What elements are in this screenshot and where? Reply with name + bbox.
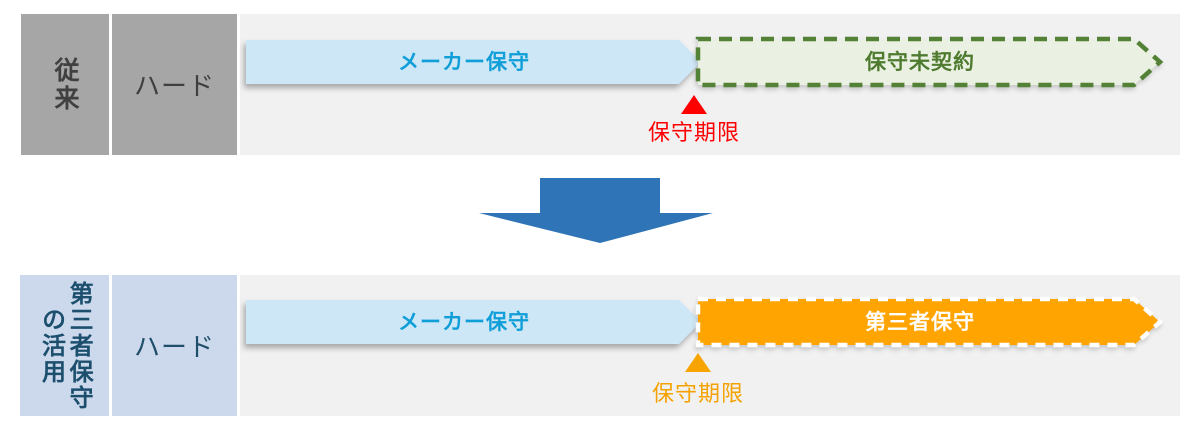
top-category-label: 従来 [51,56,80,113]
dashed-right-arrow-shape-icon [695,36,1164,88]
top-uncontracted-bar [695,36,1164,88]
top-hardware-label: ハード [133,72,215,102]
bottom-hardware-label: ハード [133,333,215,363]
top-maker-maintenance-bar [246,40,701,84]
bottom-hardware-box: ハード [112,275,237,416]
bottom-category-label: 第三者保守 の活用 [37,280,94,411]
bottom-deadline-label: 保守期限 [651,382,744,407]
deadline-marker-triangle-icon [685,353,711,372]
transition-down-arrow-icon [479,178,713,243]
deadline-marker-triangle-icon [681,95,707,114]
top-deadline-label: 保守期限 [647,121,740,146]
right-arrow-shape-icon [246,300,701,344]
top-category-box: 従来 [21,14,109,155]
top-hardware-box: ハード [112,14,237,155]
right-arrow-shape-icon [246,40,701,84]
bottom-maker-maintenance-bar [246,300,701,344]
bottom-category-label-line2: の活用 [37,306,66,385]
bottom-category-label-line1: 第三者保守 [65,280,94,411]
dashed-right-arrow-shape-icon [695,296,1164,348]
bottom-category-box: 第三者保守 の活用 [20,275,109,416]
bottom-third-party-bar [695,296,1164,348]
